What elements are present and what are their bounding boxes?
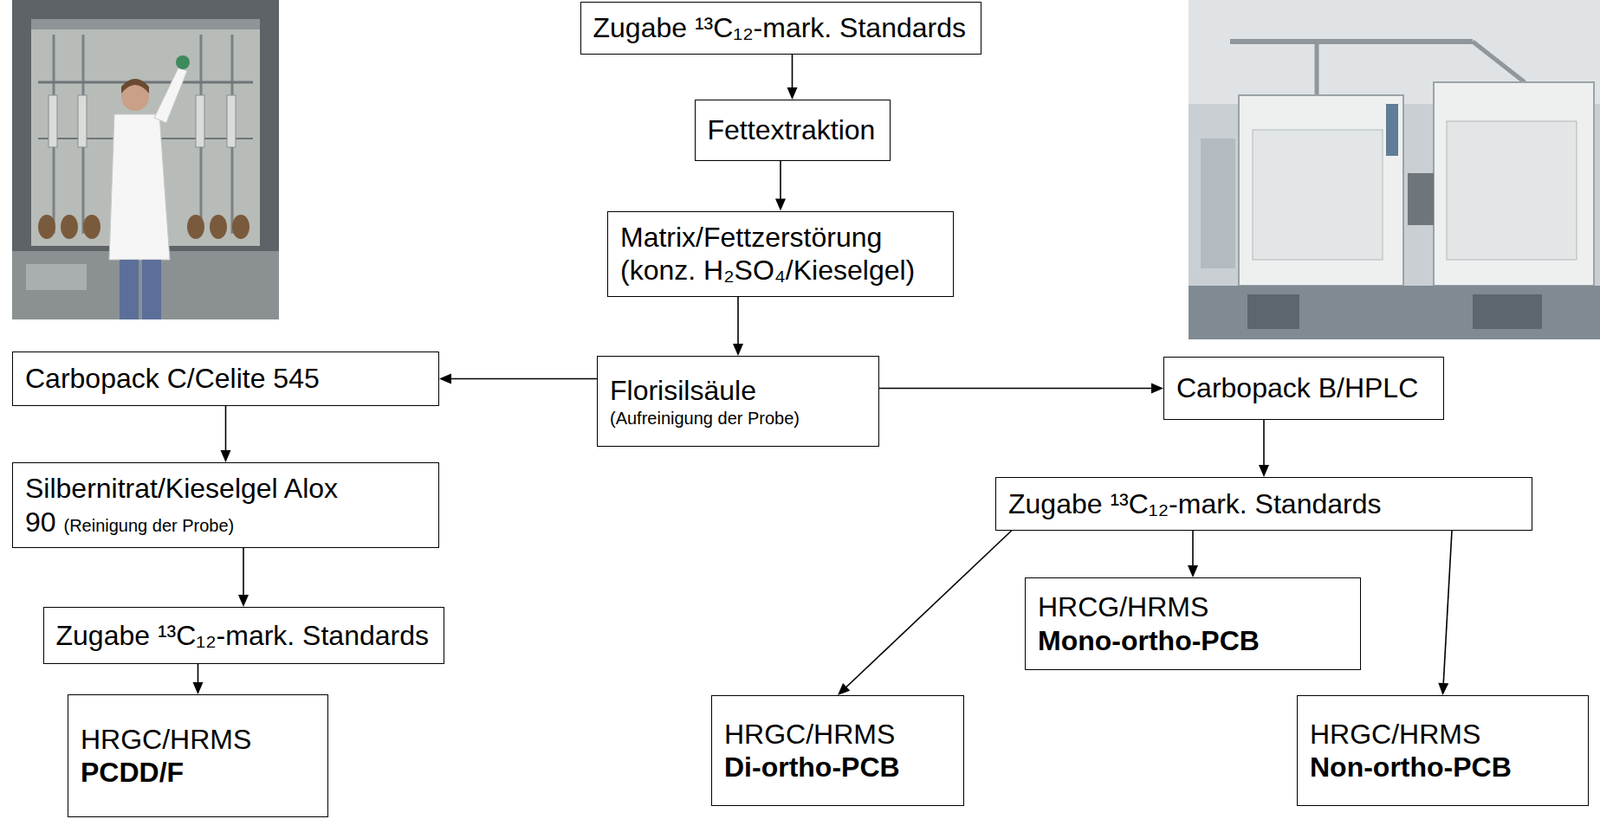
flow-arrow [439, 374, 597, 385]
step-box: Matrix/Fettzerstörung (konz. H₂SO₄/Kiese… [607, 211, 954, 298]
arrow-head [787, 87, 798, 100]
arrow-head [220, 450, 232, 463]
arrow-head [837, 683, 850, 696]
arrow-head [732, 343, 744, 357]
gc-instruments-photo [1188, 0, 1600, 340]
flow-line [737, 297, 739, 347]
flow-line [197, 664, 200, 685]
step-box: Carbopack C/Celite 545 [12, 351, 440, 407]
step-box: Fettextraktion [694, 99, 891, 162]
step-text: Carbopack B/HPLC [1176, 371, 1419, 405]
flow-arrow [1438, 531, 1452, 696]
flow-arrow [238, 548, 249, 608]
flow-line [242, 548, 245, 597]
analysis-box: HRCG/HRMSMono-ortho-PCB [1024, 577, 1361, 671]
analysis-box: HRGC/HRMSNon-ortho-PCB [1296, 695, 1589, 807]
step-text: HRGC/HRMS [724, 718, 895, 752]
lab-photo [12, 0, 279, 320]
flow-line [879, 388, 1154, 390]
note-text: (Aufreinigung der Probe) [609, 408, 800, 429]
flow-arrow [1187, 531, 1199, 578]
arrow-head [1438, 683, 1449, 696]
step-text: Zugabe ¹³C₁₂-mark. Standards [56, 619, 429, 653]
step-box: Silbernitrat/Kieselgel Alox 90 (Reinigun… [12, 462, 440, 549]
arrow-head [1258, 465, 1270, 478]
step-text: Florisilsäule [609, 374, 757, 408]
flow-line [1263, 420, 1265, 467]
step-text: Matrix/Fettzerstörung (konz. H₂SO₄/Kiese… [620, 220, 941, 288]
flow-line [779, 161, 782, 201]
flow-arrow [787, 54, 798, 100]
flow-line [1443, 531, 1452, 686]
note-text: (Reinigung der Probe) [63, 516, 234, 536]
flow-arrow [837, 531, 1012, 696]
step-text: Zugabe ¹³C₁₂-mark. Standards [593, 11, 966, 45]
step-box: Zugabe ¹³C₁₂-mark. Standards [580, 1, 982, 55]
flow-arrow [879, 383, 1164, 395]
arrow-head [1187, 565, 1199, 578]
analysis-box: HRGC/HRMSPCDD/F [67, 694, 329, 818]
arrow-head [775, 199, 786, 212]
step-text: HRGC/HRMS [1309, 718, 1481, 752]
step-text: Fettextraktion [707, 113, 876, 147]
arrow-head [439, 374, 452, 385]
step-text: HRCG/HRMS [1037, 590, 1209, 624]
analyte-label: Mono-ortho-PCB [1037, 624, 1260, 658]
flow-line [791, 54, 794, 90]
flow-line [449, 378, 597, 381]
analyte-label: Di-ortho-PCB [724, 751, 901, 784]
flow-arrow [775, 161, 786, 212]
flow-arrow [220, 406, 232, 463]
step-box: Zugabe ¹³C₁₂-mark. Standards [995, 477, 1533, 532]
analysis-box: HRGC/HRMSDi-ortho-PCB [711, 695, 965, 807]
step-text: Zugabe ¹³C₁₂-mark. Standards [1008, 487, 1381, 521]
flow-line [225, 406, 227, 453]
flow-line [845, 531, 1012, 689]
flow-arrow [732, 297, 744, 357]
analyte-label: Non-ortho-PCB [1309, 751, 1512, 784]
arrow-head [238, 595, 249, 608]
flow-line [1191, 531, 1194, 568]
step-box: Florisilsäule(Aufreinigung der Probe) [596, 356, 880, 447]
flow-arrow [193, 664, 204, 695]
step-box: Zugabe ¹³C₁₂-mark. Standards [43, 607, 445, 665]
arrow-head [1151, 383, 1164, 395]
step-text: Carbopack C/Celite 545 [25, 362, 320, 396]
flow-arrow [1258, 420, 1270, 478]
analyte-label: PCDD/F [80, 756, 184, 790]
step-text: HRGC/HRMS [80, 723, 252, 757]
step-box: Carbopack B/HPLC [1163, 356, 1445, 421]
text-line: Silbernitrat/Kieselgel Alox 90 (Reinigun… [25, 472, 352, 539]
arrow-head [193, 682, 204, 695]
